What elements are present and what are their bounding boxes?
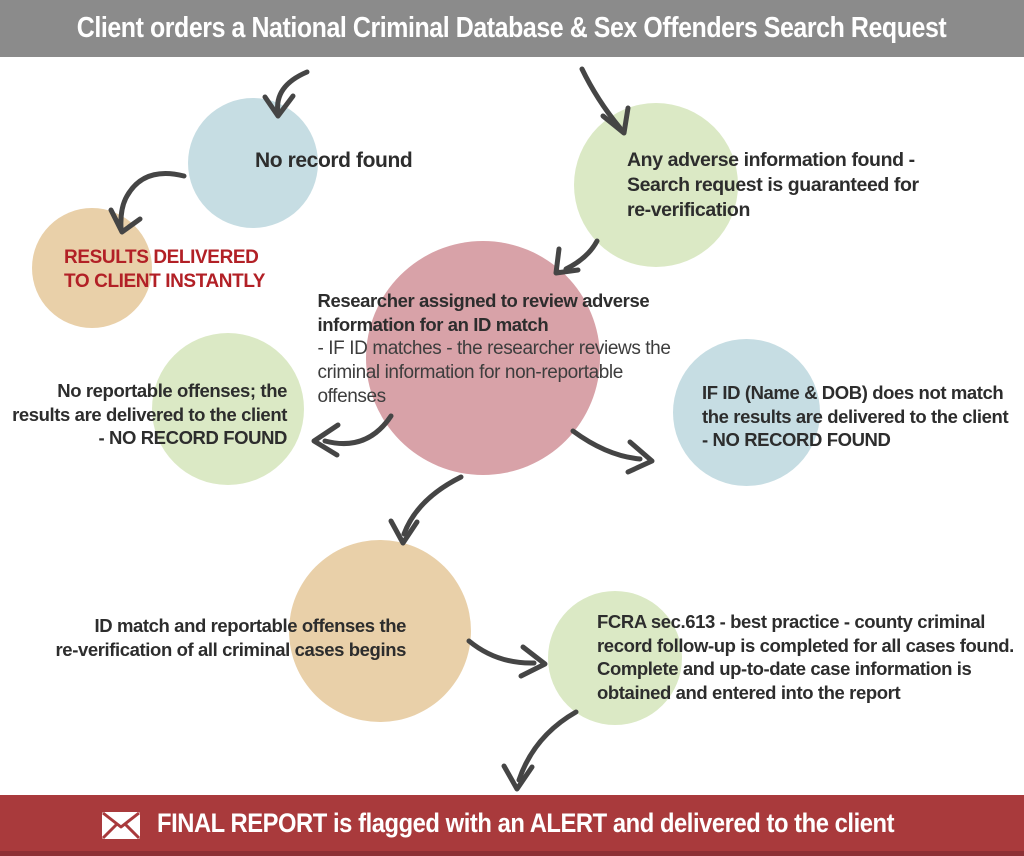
header-bar: Client orders a National Criminal Databa… [0,0,1024,57]
circle-no-reportable-offenses [152,333,304,485]
label-fcra-followup: FCRA sec.613 - best practice - county cr… [597,610,1014,704]
node-line: IF ID (Name & DOB) does not match [702,382,1004,403]
node-line: - NO RECORD FOUND [702,429,891,450]
node-line: Researcher assigned to review adverse [317,290,650,311]
circle-id-no-match [673,339,820,486]
label-adverse-information: Any adverse information found - Search r… [627,148,919,223]
circle-id-match-reverification [289,540,471,722]
label-id-match-reverification: ID match and reportable offenses the re-… [56,614,407,661]
arrow-researcher-to-id-no-match [570,428,655,475]
node-line: criminal information for non-reportable [317,362,623,383]
arrow-adverse-to-researcher [553,238,600,276]
arrow-fcra-to-final-report [501,709,579,792]
node-line: - NO RECORD FOUND [98,427,288,448]
node-line: offenses [317,386,386,407]
circle-fcra-followup [548,591,682,725]
node-line: ID match and reportable offenses the [94,615,407,636]
node-line: re-verification [627,199,750,221]
arrow-id-match-to-fcra [466,638,548,679]
node-line: RESULTS DELIVERED [64,247,259,268]
node-line: re-verification of all criminal cases be… [55,638,407,660]
label-no-record-found: No record found [255,149,413,173]
circle-researcher-review [366,241,600,475]
label-id-no-match: IF ID (Name & DOB) does not match the re… [702,381,1009,452]
node-line: TO CLIENT INSTANTLY [64,270,266,292]
node-line: Any adverse information found - [627,149,915,171]
page-title: Client orders a National Criminal Databa… [77,12,947,44]
node-line: record follow-up is completed for all ca… [597,634,1014,656]
node-line: Search request is guaranteed for [627,174,919,196]
circle-no-record-found [188,98,318,228]
label-researcher-review: Researcher assigned to review adverse in… [317,289,847,409]
label-no-reportable-offenses: No reportable offenses; the results are … [12,379,287,450]
label-results-delivered: RESULTS DELIVERED TO CLIENT INSTANTLY [64,246,265,293]
node-line: obtained and entered into the report [597,681,901,703]
node-line: the results are delivered to the client [702,405,1009,427]
arrow-researcher-to-no-reportable [311,413,394,458]
node-line: Complete and up-to-date case information… [597,658,972,679]
node-line: FCRA sec.613 - best practice - county cr… [597,611,986,632]
footer-bar: FINAL REPORT is flagged with an ALERT an… [0,795,1024,856]
node-line: No record found [255,149,413,172]
arrow-researcher-to-id-match [388,474,464,546]
final-report-text: FINAL REPORT is flagged with an ALERT an… [157,808,895,838]
node-line: results are delivered to the client [12,403,287,425]
node-line: No reportable offenses; the [57,380,287,401]
envelope-icon [101,811,141,840]
node-line: - IF ID matches - the researcher reviews… [317,338,671,359]
node-line: information for an ID match [317,314,549,335]
